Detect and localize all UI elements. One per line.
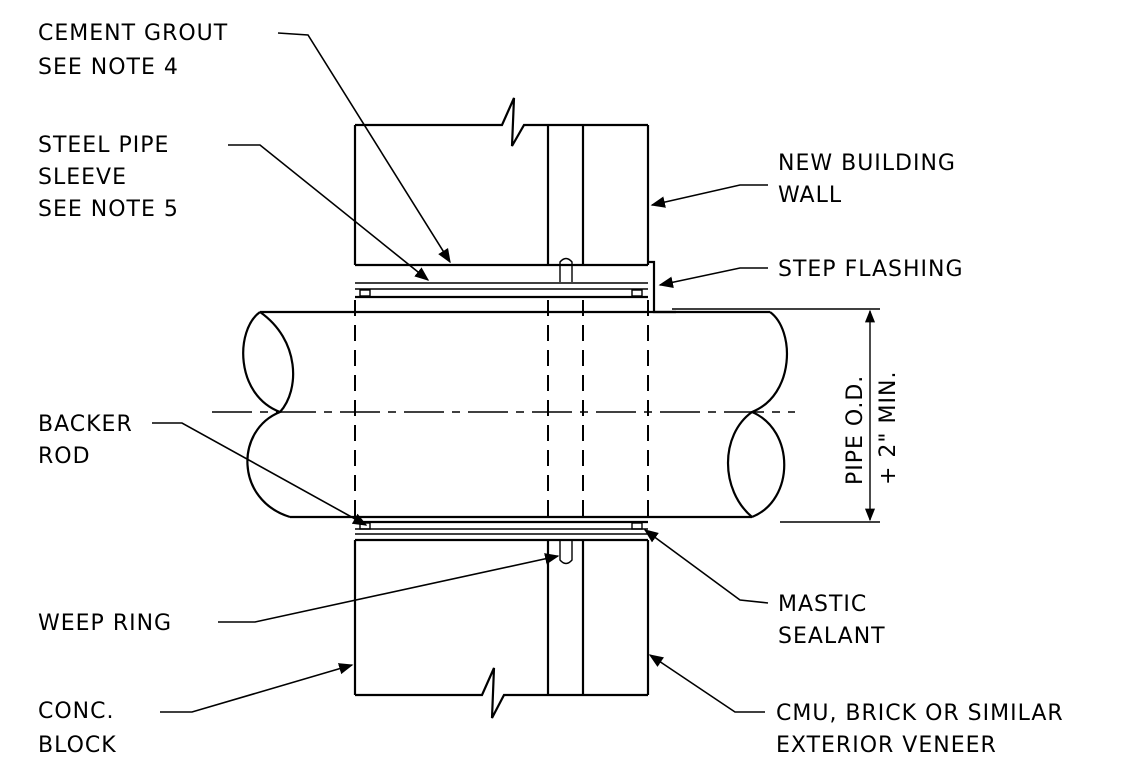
leader-steel-pipe-sleeve	[228, 144, 430, 281]
label-cement-grout-2: SEE NOTE 4	[38, 55, 179, 80]
label-weep-ring: WEEP RING	[38, 611, 172, 636]
pipe-od-dimension: PIPE O.D. + 2" MIN.	[672, 308, 901, 523]
label-conc-block-2: BLOCK	[38, 733, 117, 758]
label-veneer-2: EXTERIOR VENEER	[776, 733, 997, 758]
bottom-break-line	[355, 667, 648, 719]
label-steel-pipe-3: SEE NOTE 5	[38, 197, 179, 222]
label-steel-pipe-2: SLEEVE	[38, 165, 127, 190]
label-new-building-wall-1: NEW BUILDING	[778, 151, 956, 176]
wall-assembly	[353, 97, 650, 719]
label-new-building-wall-2: WALL	[778, 183, 842, 208]
leader-mastic-sealant	[643, 529, 769, 604]
callout-labels: CEMENT GROUT SEE NOTE 4 STEEL PIPE SLEEV…	[38, 21, 1064, 758]
label-backer-rod-2: ROD	[38, 444, 91, 469]
leader-conc-block	[160, 663, 354, 713]
pipe	[212, 310, 795, 519]
label-mastic-sealant-1: MASTIC	[778, 592, 867, 617]
backer-rod-top-left	[359, 289, 371, 297]
weep-ring-bottom	[559, 540, 573, 565]
leader-step-flashing	[658, 267, 768, 288]
label-step-flashing: STEP FLASHING	[778, 257, 964, 282]
label-conc-block-1: CONC.	[38, 699, 115, 724]
weep-ring-top	[559, 257, 573, 282]
dimension-line-1: PIPE O.D.	[843, 375, 868, 485]
leaders	[152, 32, 769, 713]
leader-weep-ring	[218, 553, 560, 623]
backer-rod-top-right	[631, 289, 643, 297]
label-cement-grout-1: CEMENT GROUT	[38, 21, 228, 46]
label-steel-pipe-1: STEEL PIPE	[38, 133, 169, 158]
steel-pipe-sleeve	[355, 263, 648, 542]
leader-veneer	[648, 654, 765, 713]
dimension-line-2: + 2" MIN.	[876, 371, 901, 485]
label-mastic-sealant-2: SEALANT	[778, 624, 886, 649]
label-veneer-1: CMU, BRICK OR SIMILAR	[776, 701, 1064, 726]
label-backer-rod-1: BACKER	[38, 412, 133, 437]
top-break-line	[355, 97, 648, 147]
step-flashing	[648, 260, 676, 314]
leader-cement-grout	[277, 32, 451, 264]
hidden-lines	[354, 300, 649, 520]
leader-new-building-wall	[650, 184, 768, 208]
backer-rod-bottom-right	[631, 522, 643, 530]
pipe-left-break	[242, 311, 291, 519]
leader-backer-rod	[152, 422, 368, 526]
pipe-right-break	[749, 311, 789, 519]
